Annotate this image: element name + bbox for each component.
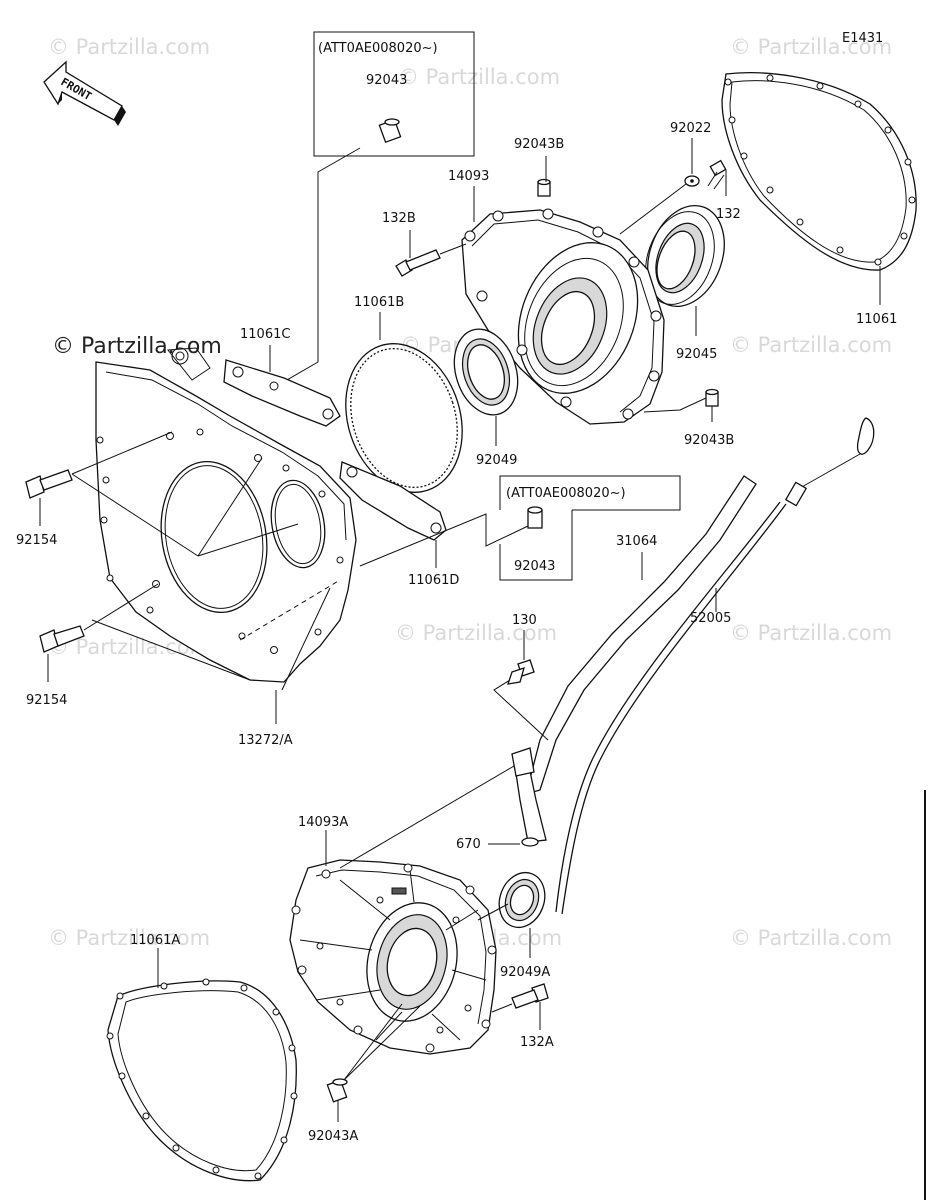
watermark-main: © Partzilla.com (52, 334, 222, 359)
watermark: © Partzilla.com (730, 621, 892, 645)
diagram-code: E1431 (842, 31, 883, 46)
part-label-14093a: 14093A (298, 815, 348, 830)
dowel-pin-92043-middle (527, 506, 543, 529)
callout-att-middle: (ATT0AE008020~) (506, 486, 626, 501)
bolt-92154-top (25, 469, 73, 499)
part-label-92043-middle: 92043 (514, 559, 555, 574)
part-label-132b: 132B (382, 211, 416, 226)
callout-box-middle: (ATT0AE008020~) 92043 (359, 475, 681, 581)
watermark: © Partzilla.com (730, 333, 892, 357)
part-label-92045: 92045 (676, 347, 717, 362)
oil-seal-92049 (453, 328, 519, 416)
part-label-13272a: 13272/A (238, 733, 293, 748)
bolt-92154-bottom (39, 625, 85, 653)
dowel-pin-92043b-top (537, 178, 551, 197)
watermark: © Partzilla.com (395, 621, 557, 645)
part-label-14093: 14093 (448, 169, 489, 184)
part-label-670: 670 (456, 837, 481, 852)
part-label-31064: 31064 (616, 534, 657, 549)
part-label-92043b-top: 92043B (514, 137, 564, 152)
part-label-92154-top: 92154 (16, 533, 57, 548)
dowel-pin-92043a (326, 1078, 348, 1103)
part-label-132a: 132A (520, 1035, 554, 1050)
part-label-92049a: 92049A (500, 965, 550, 980)
part-label-52005: 52005 (690, 611, 731, 626)
part-label-11061b: 11061B (354, 295, 404, 310)
plate-13272a (95, 347, 357, 683)
oil-seal-92049a (498, 871, 546, 929)
callout-att-top: (ATT0AE008020~) (318, 41, 438, 56)
dipstick-52005 (555, 417, 875, 915)
gasket-11061c (223, 359, 341, 427)
part-label-92043a: 92043A (308, 1129, 358, 1144)
bolt-132a (511, 983, 549, 1009)
washer-92022 (684, 175, 700, 187)
callout-box-top: (ATT0AE008020~) 92043 (279, 31, 475, 385)
dowel-pin-92043-top (378, 118, 402, 144)
part-label-92043-top: 92043 (366, 73, 407, 88)
gasket-11061 (721, 72, 917, 305)
watermark: © Partzilla.com (730, 35, 892, 59)
dipstick-tube-31064 (511, 475, 757, 843)
watermark: © Partzilla.com (730, 926, 892, 950)
cover-14093a (289, 859, 497, 1055)
cover-14093 (461, 208, 665, 425)
watermark: © Partzilla.com (48, 35, 210, 59)
gasket-11061d (339, 461, 447, 541)
part-label-130: 130 (512, 613, 537, 628)
bolt-132b (395, 249, 441, 277)
part-label-92043b-bottom: 92043B (684, 433, 734, 448)
front-arrow-icon: FRONT (43, 60, 126, 126)
bolt-130 (507, 659, 535, 685)
part-label-132: 132 (716, 207, 741, 222)
part-label-11061c: 11061C (240, 327, 290, 342)
part-label-11061a: 11061A (130, 933, 180, 948)
o-ring-11061b (345, 343, 463, 493)
part-label-92022: 92022 (670, 121, 711, 136)
part-label-92049: 92049 (476, 453, 517, 468)
bearing-92045 (645, 204, 725, 308)
watermark: © Partzilla.com (48, 926, 210, 950)
o-ring-670 (521, 837, 539, 847)
dowel-pin-92043b-bottom (705, 388, 719, 407)
bolt-132 (707, 159, 727, 190)
part-label-11061: 11061 (856, 312, 897, 327)
part-label-11061d: 11061D (408, 573, 459, 588)
part-label-92154-bottom: 92154 (26, 693, 67, 708)
watermark: © Partzilla.com (398, 65, 560, 89)
gasket-11061a (106, 978, 298, 1182)
